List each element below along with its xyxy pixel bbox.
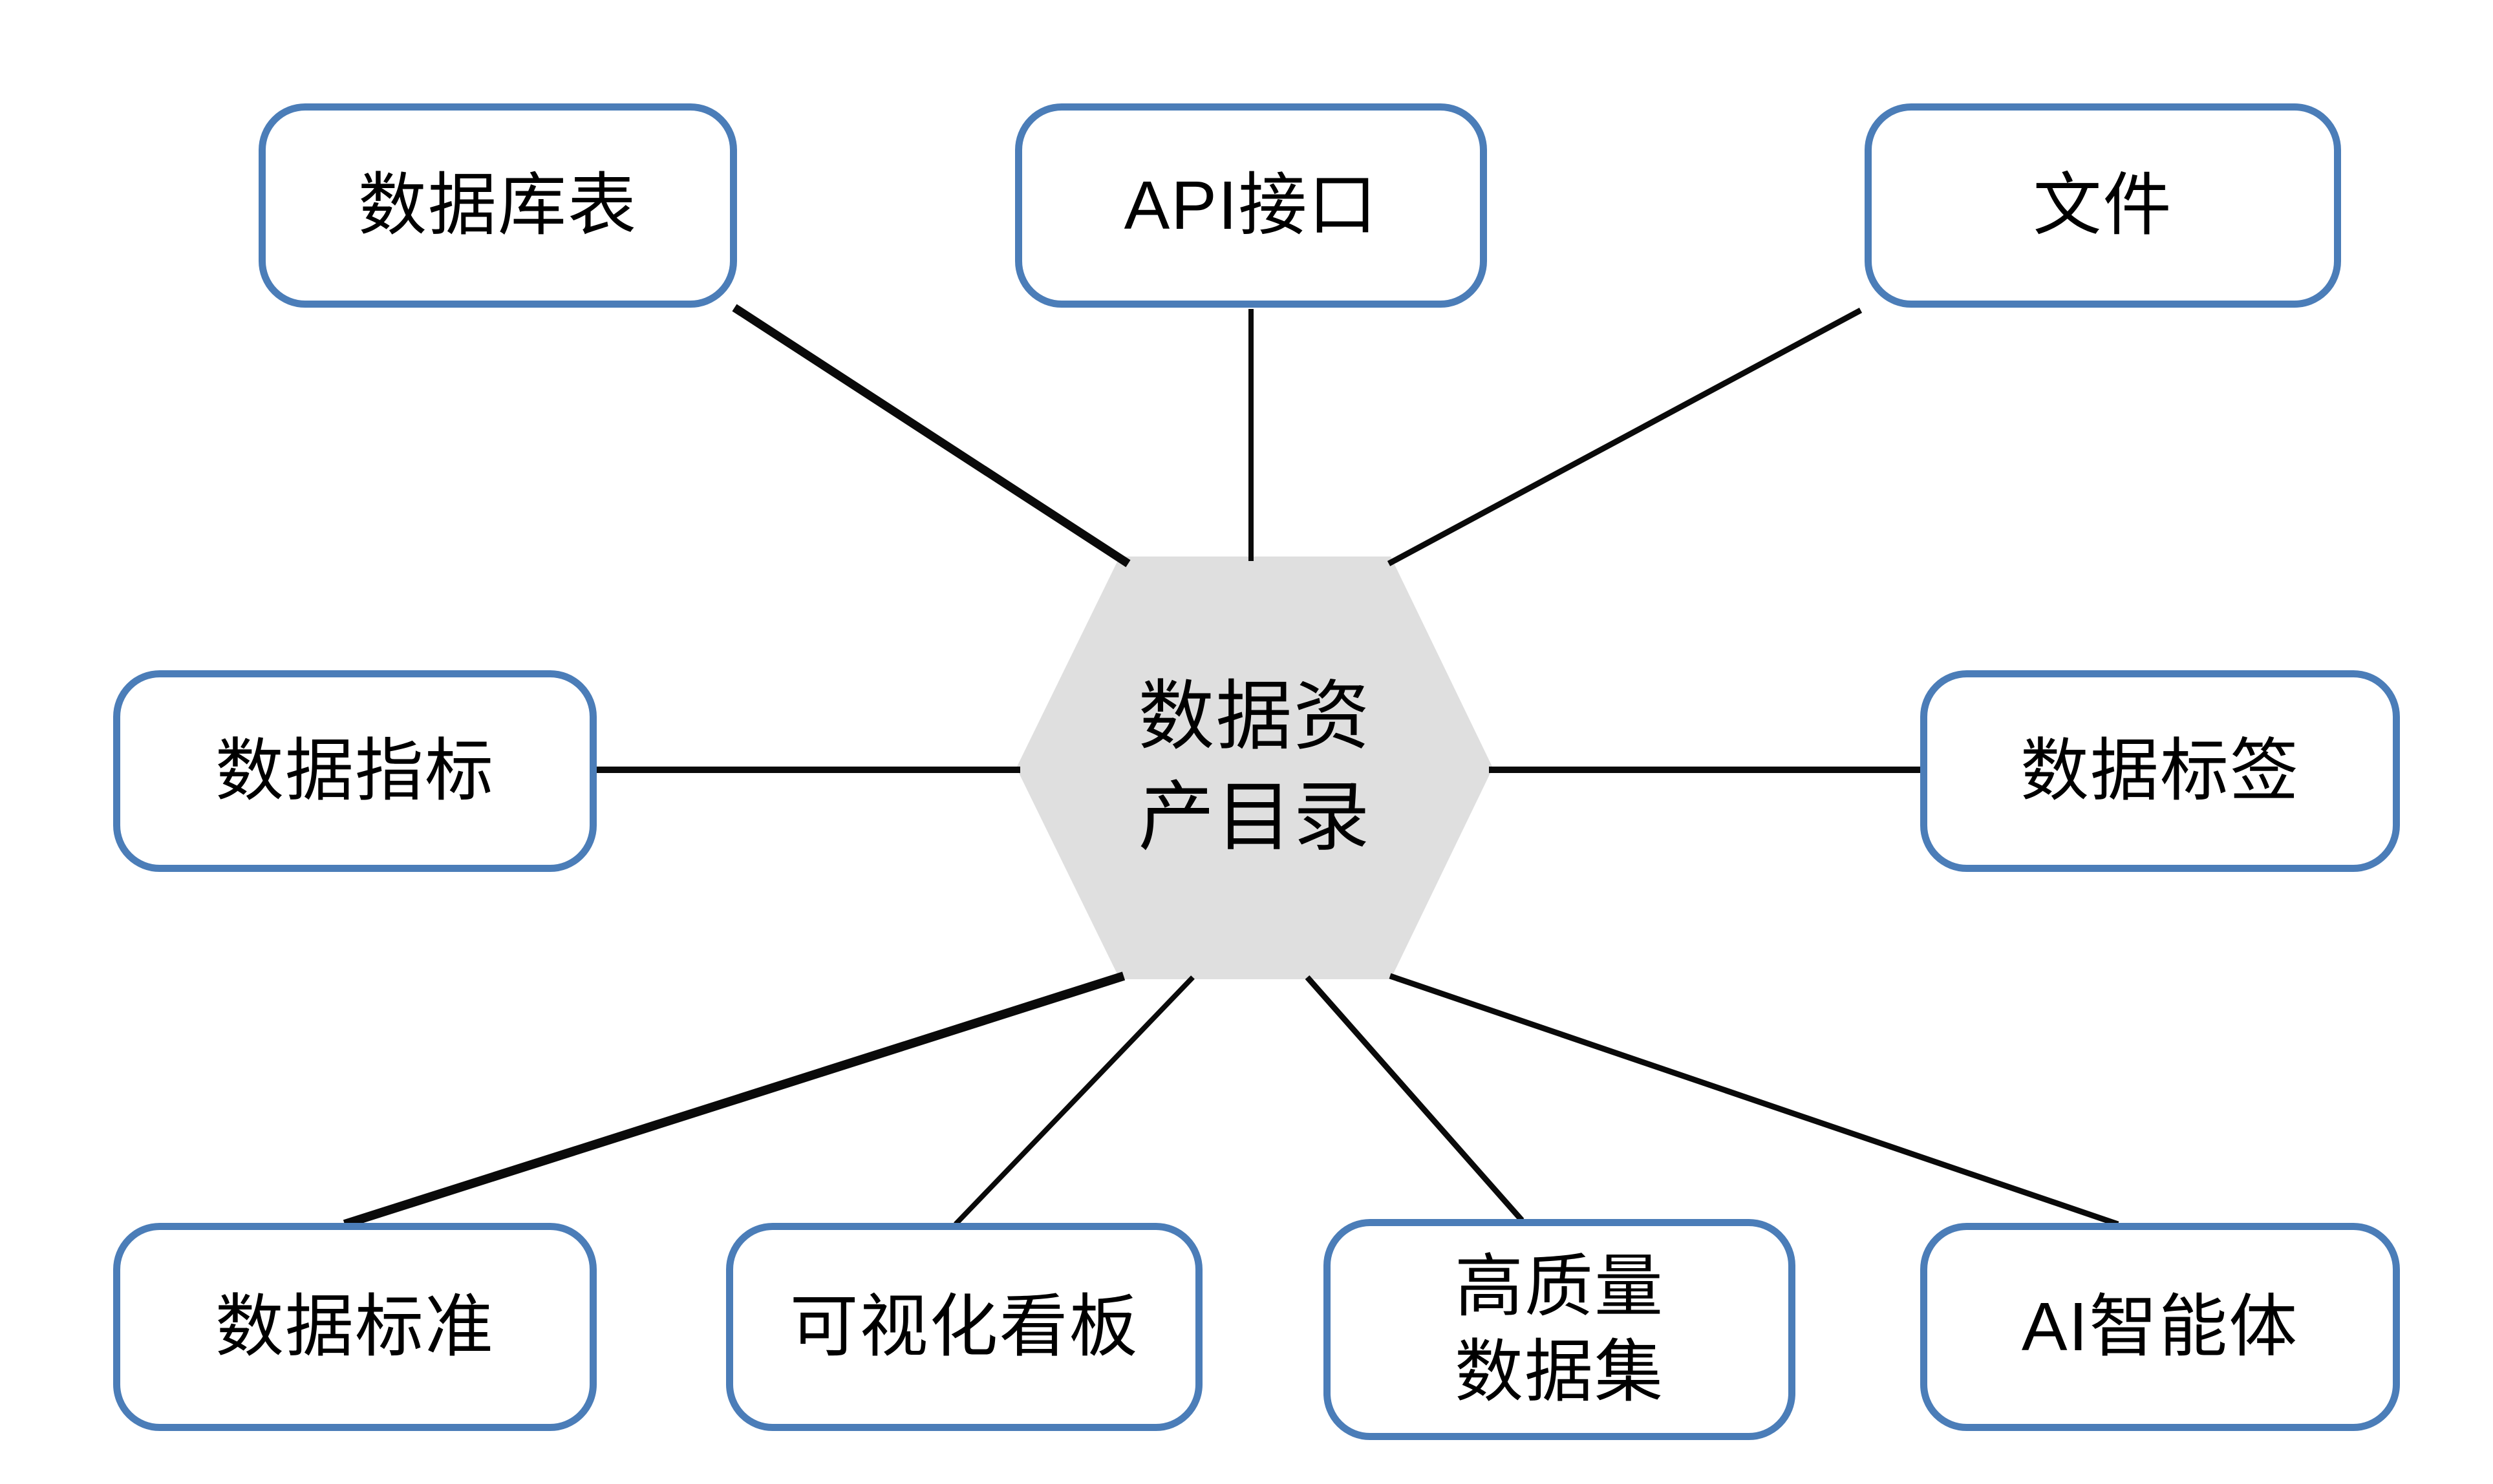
node-high-quality-dataset: 高质量 数据集 <box>1323 1219 1795 1440</box>
connector-line-file <box>1387 308 1863 566</box>
node-label: 文件 <box>2033 167 2173 244</box>
connector-line-high-quality-dataset <box>1305 975 1525 1222</box>
node-api-interface: API接口 <box>1015 103 1487 308</box>
node-ai-agent: AI智能体 <box>1920 1223 2400 1431</box>
node-label: 数据库表 <box>358 167 637 244</box>
node-label: AI智能体 <box>2021 1288 2299 1365</box>
node-label: 数据标准 <box>215 1288 495 1365</box>
connector-line-ai-agent <box>1389 973 2119 1227</box>
node-data-metrics: 数据指标 <box>113 670 597 872</box>
node-data-standards: 数据标准 <box>113 1223 597 1431</box>
node-label: 数据指标 <box>215 732 495 809</box>
connector-line-data-standards <box>343 971 1126 1229</box>
hub-data-asset-catalog: 数据资 产目录 <box>1016 556 1493 979</box>
node-visual-dashboard: 可视化看板 <box>726 1223 1203 1431</box>
node-label: 高质量 数据集 <box>1455 1248 1664 1411</box>
node-database-table: 数据库表 <box>259 103 737 308</box>
hub-hexagon-shape <box>1016 556 1493 979</box>
node-data-tags: 数据标签 <box>1920 670 2400 872</box>
hub-label: 数据资 产目录 <box>1138 674 1371 860</box>
node-label: 数据标签 <box>2020 732 2300 809</box>
node-file: 文件 <box>1865 103 2341 308</box>
node-label: 可视化看板 <box>789 1288 1139 1365</box>
connector-line-database-table <box>732 304 1131 567</box>
node-label: API接口 <box>1124 167 1378 244</box>
connector-line-visual-dashboard <box>954 975 1195 1226</box>
